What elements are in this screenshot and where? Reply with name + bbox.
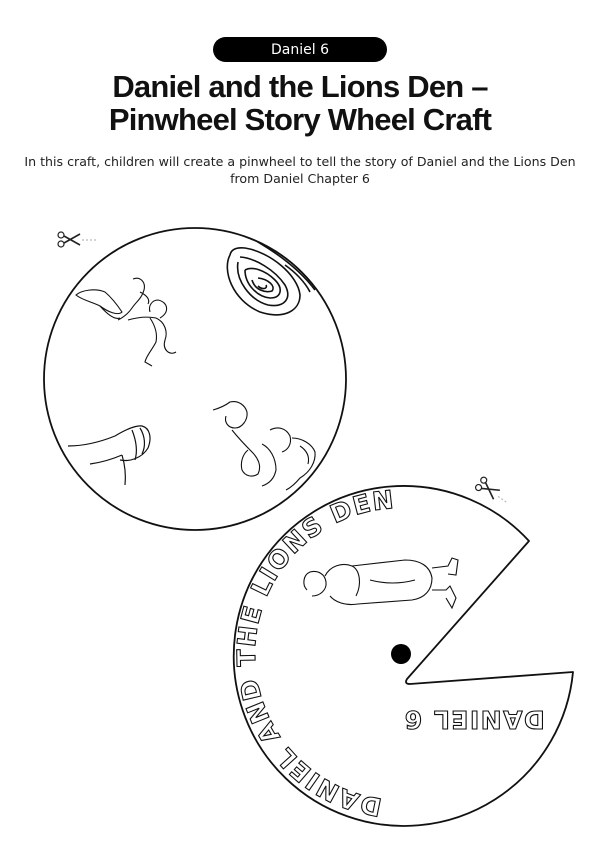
scissors-icon bbox=[57, 231, 96, 248]
page-description: In this craft, children will create a pi… bbox=[0, 153, 600, 187]
page-title-line-2: Pinwheel Story Wheel Craft bbox=[108, 102, 492, 137]
page-title-line-1: Daniel and the Lions Den – bbox=[112, 69, 488, 104]
praying-hands-illustration bbox=[67, 425, 151, 486]
lions-den-illustration bbox=[226, 241, 316, 316]
chapter-badge: Daniel 6 bbox=[213, 37, 387, 62]
page-title: Daniel and the Lions Den – Pinwheel Stor… bbox=[0, 70, 600, 136]
story-wheel-top bbox=[43, 227, 347, 531]
story-wheel-bottom: DANIEL AND THE LIONS DEN DANIEL 6 bbox=[231, 484, 574, 827]
chapter-badge-label: Daniel 6 bbox=[271, 41, 329, 58]
description-line-2: from Daniel Chapter 6 bbox=[230, 171, 370, 186]
description-line-1: In this craft, children will create a pi… bbox=[24, 154, 576, 169]
daniel-figure-illustration bbox=[303, 557, 459, 610]
wheel-window-label: DANIEL 6 bbox=[403, 705, 544, 734]
pin-hole-dot bbox=[391, 644, 411, 664]
scissors-icon bbox=[474, 476, 507, 503]
daniel-with-lion-illustration bbox=[75, 277, 177, 367]
daniel-among-lions-illustration bbox=[212, 401, 316, 491]
